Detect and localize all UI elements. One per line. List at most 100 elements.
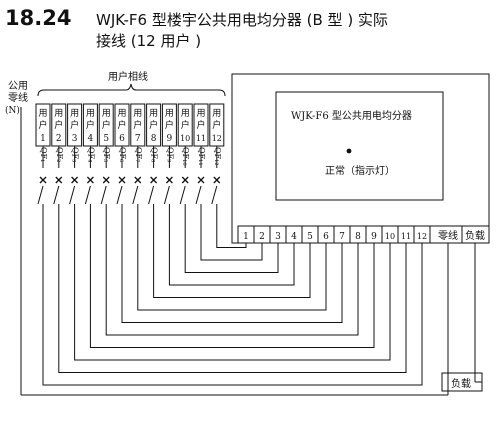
user-box-char-2: 户 — [149, 119, 158, 131]
user-box-char-2: 户 — [70, 119, 79, 131]
user-box-char-2: 户 — [38, 119, 47, 131]
device-name: WJK-F6 型公共用电均分器 — [291, 109, 412, 122]
breaker-blade-5 — [100, 185, 107, 205]
breaker-x-2 — [55, 176, 63, 184]
user-box-char-1: 用 — [133, 108, 142, 119]
user-box-number: 11 — [196, 134, 206, 143]
breaker-x-6 — [118, 176, 126, 184]
phase-wire-9 — [168, 208, 295, 286]
user-box-number: 3 — [72, 134, 78, 144]
user-columns: 用户1QF₁用户2QF₂用户3QF₃用户4QF₄用户5QF₅用户6QF₆用户7Q… — [35, 103, 225, 208]
user-box-number: 9 — [167, 134, 173, 144]
breaker-blade-4 — [84, 185, 91, 205]
user-box-char-1: 用 — [70, 108, 79, 119]
user-box-number: 6 — [119, 134, 125, 144]
neutral-symbol: (N) — [5, 105, 20, 116]
user-box-number: 4 — [88, 134, 94, 144]
terminal-label: 6 — [323, 232, 329, 242]
user-box-char-2: 户 — [86, 119, 95, 131]
phase-wire-6 — [121, 208, 343, 323]
phase-wire-7 — [137, 208, 327, 311]
user-box-char-1: 用 — [196, 108, 205, 119]
user-box-char-1: 用 — [54, 108, 63, 119]
breaker-x-11 — [197, 176, 205, 184]
breaker-label-3: QF₃ — [71, 147, 80, 162]
breaker-x-10 — [181, 176, 189, 184]
breaker-x-5 — [102, 176, 110, 184]
breaker-label-4: QF₄ — [86, 147, 95, 162]
breaker-x-3 — [71, 176, 79, 184]
terminal-label: 5 — [307, 232, 313, 242]
user-box-number: 1 — [40, 134, 46, 144]
user-box-char-1: 用 — [117, 108, 126, 119]
phase-wires — [42, 208, 423, 386]
user-box-char-1: 用 — [86, 108, 95, 119]
terminal-label: 4 — [291, 232, 297, 242]
load-box-label: 负载 — [451, 377, 471, 390]
device-enclosure — [231, 73, 490, 244]
breaker-blade-7 — [132, 185, 139, 205]
user-phase-label: 用户相线 — [108, 70, 148, 83]
breaker-blade-3 — [69, 185, 76, 205]
breaker-label-8: QF₈ — [150, 147, 159, 162]
phase-wire-4 — [89, 208, 375, 348]
breaker-blade-12 — [211, 185, 218, 205]
user-box-char-1: 用 — [181, 108, 190, 119]
figure-title-line-2: 接线 (12 用户 ) — [96, 32, 202, 50]
terminal-label: 2 — [259, 232, 265, 242]
breaker-x-8 — [150, 176, 158, 184]
device-panel — [275, 91, 444, 201]
user-box-char-1: 用 — [165, 108, 174, 119]
load-terminal-label: 负载 — [465, 229, 485, 242]
user-box-char-2: 户 — [181, 119, 190, 131]
breaker-label-1: QF₁ — [39, 147, 48, 162]
user-box-number: 5 — [103, 134, 109, 144]
phase-wire-1 — [42, 208, 423, 386]
user-box-char-1: 用 — [102, 108, 111, 119]
breaker-x-9 — [165, 176, 173, 184]
breaker-label-7: QF₇ — [134, 147, 143, 162]
figure-number: 18.24 — [5, 6, 72, 30]
terminal-label: 11 — [401, 232, 411, 241]
user-box-number: 2 — [56, 134, 62, 144]
breaker-x-4 — [86, 176, 94, 184]
user-box-char-2: 户 — [212, 119, 221, 131]
breaker-x-7 — [134, 176, 142, 184]
user-box-char-2: 户 — [165, 119, 174, 131]
terminal-label: 10 — [385, 232, 395, 241]
breaker-blade-1 — [37, 185, 44, 205]
breaker-x-12 — [213, 176, 221, 184]
breaker-x-1 — [39, 176, 47, 184]
phase-wire-3 — [74, 208, 391, 361]
breaker-blade-8 — [148, 185, 155, 205]
breaker-label-5: QF₅ — [102, 147, 111, 162]
indicator-lamp — [346, 148, 352, 154]
breaker-blade-6 — [116, 185, 123, 205]
phase-wire-8 — [153, 208, 311, 298]
user-phase-brace — [37, 83, 226, 97]
breaker-blade-11 — [195, 185, 202, 205]
figure-title-line-1: WJK-F6 型楼宇公共用电均分器 (B 型 ) 实际 — [96, 11, 388, 29]
user-box-number: 12 — [212, 134, 222, 143]
terminal-label: 7 — [339, 232, 345, 242]
breaker-label-10: QF₁₀ — [181, 147, 190, 166]
user-box-char-1: 用 — [149, 108, 158, 119]
breaker-label-2: QF₂ — [55, 147, 64, 162]
terminal-label: 12 — [417, 232, 427, 241]
breaker-label-6: QF₆ — [118, 147, 127, 162]
breaker-label-12: QF₁₂ — [213, 147, 222, 166]
breaker-blade-10 — [179, 185, 186, 205]
public-neutral-label-1: 公用 — [8, 81, 28, 92]
user-box-char-2: 户 — [196, 119, 205, 131]
terminal-label: 9 — [371, 232, 377, 242]
breaker-blade-9 — [163, 185, 170, 205]
user-box-char-2: 户 — [133, 119, 142, 131]
user-box-char-2: 户 — [54, 119, 63, 131]
phase-wire-2 — [58, 208, 407, 373]
terminal-label: 1 — [243, 232, 249, 242]
phase-wire-12 — [216, 208, 247, 248]
user-box-number: 8 — [151, 134, 157, 144]
terminal-label: 3 — [275, 232, 281, 242]
terminal-label: 8 — [355, 232, 361, 242]
